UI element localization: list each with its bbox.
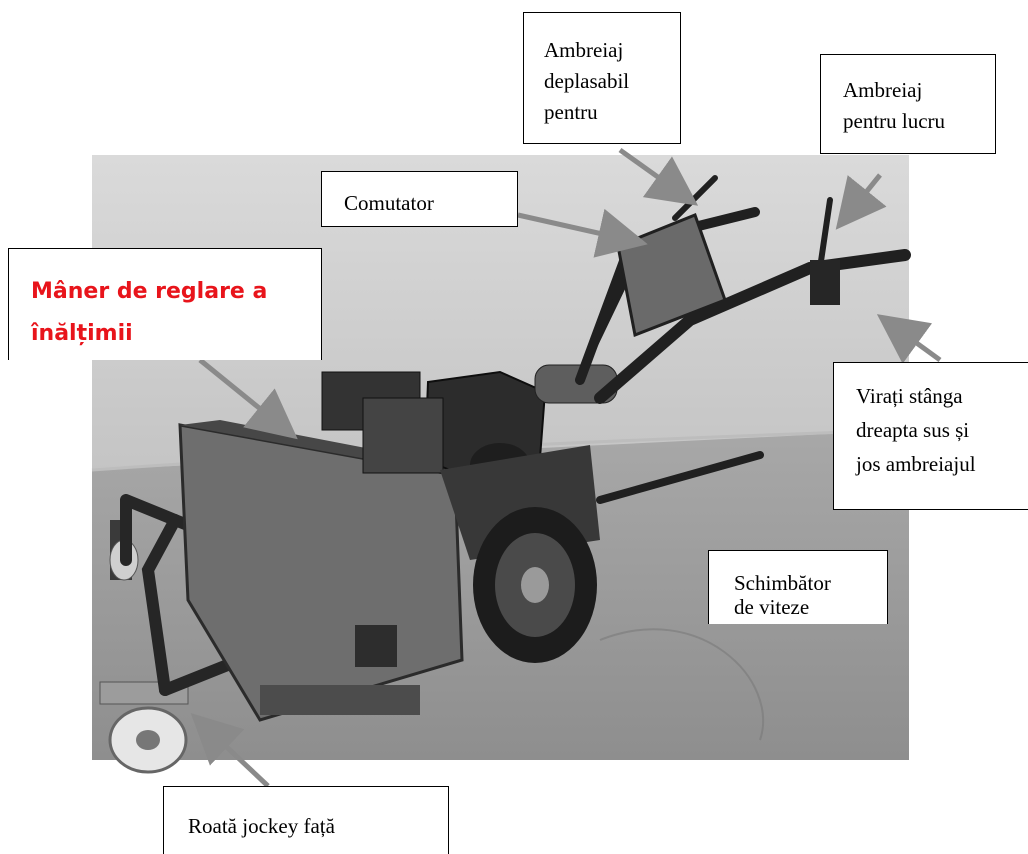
label-line: înălțimii [31,321,133,346]
label-roata-jockey: Roată jockey față [163,786,449,854]
label-line: jos ambreiajul [856,452,976,476]
callout-arrows [190,147,942,788]
label-line: Ambreiaj [544,38,624,62]
label-line: dreapta sus și [856,418,970,442]
label-maner-reglare-inaltime: Mâner de reglare a înălțimii [8,248,322,360]
label-line: Mâner de reglare a [31,279,268,304]
label-comutator: Comutator [321,171,518,227]
label-line: Comutator [344,191,434,215]
label-schimbator-viteze: Schimbător de viteze [708,550,888,624]
label-line: deplasabil [544,69,630,93]
label-line: Roată jockey față [188,814,335,838]
label-ambreiaj-lucru: Ambreiaj pentru lucru [820,54,996,154]
arrow-virati [876,314,942,364]
drive-wheel [473,507,597,663]
arrow-comutator [517,208,648,258]
label-line: pentru lucru [843,109,946,133]
label-line: Schimbător [734,571,831,595]
arrow-roata [190,713,270,788]
label-line: Ambreiaj [843,78,923,102]
front-jockey-wheel [99,681,189,774]
label-ambreiaj-deplasabil: Ambreiaj deplasabil pentru [523,12,681,144]
label-virati-ambreiaj: Virați stânga dreapta sus și jos ambreia… [833,362,1028,510]
arrow-ambreiaj-lucru [835,173,887,230]
label-line: de viteze [734,595,810,619]
arrow-maner [198,358,298,440]
label-line: Virați stânga [856,384,963,408]
arrow-ambreiaj-deplasabil [618,147,699,206]
label-line: pentru [544,100,598,124]
